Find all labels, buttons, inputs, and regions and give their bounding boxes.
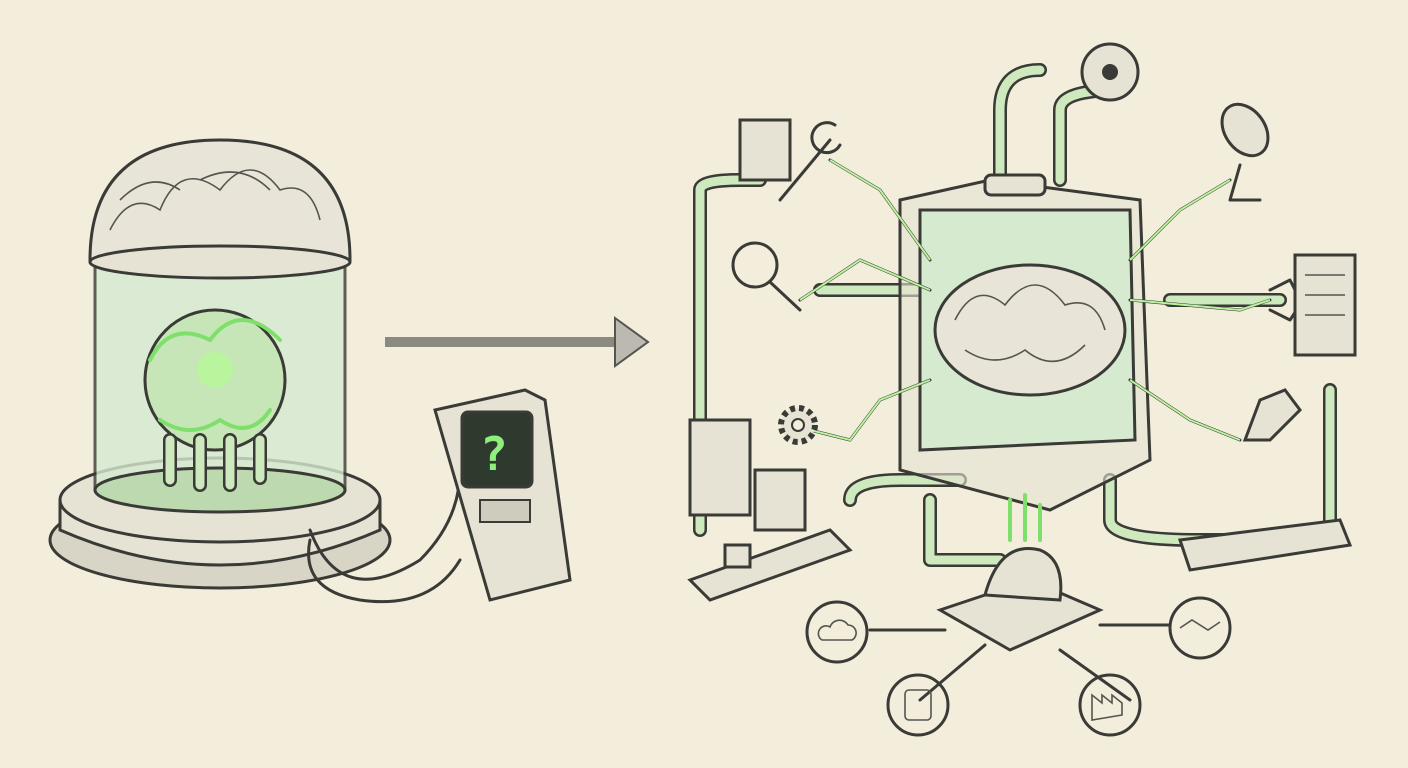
- handshake-icon: [1168, 596, 1232, 660]
- hub-device: [936, 493, 1104, 652]
- film-reel-icon: [1080, 42, 1140, 102]
- central-brain-machine: [898, 173, 1152, 512]
- robot-hand-icon: [1242, 388, 1302, 442]
- conveyor-belt: [687, 518, 1353, 602]
- question-terminal: ?: [433, 388, 572, 602]
- document-icon: [738, 118, 792, 182]
- gear-cluster: [143, 308, 287, 492]
- brain-jar: [48, 138, 392, 590]
- server-rack-icon: [1293, 253, 1357, 357]
- satellite-dish-icon: [1220, 102, 1270, 202]
- server-rack-icon: [688, 418, 807, 532]
- gear-icon: [778, 405, 818, 445]
- database-icon: [886, 673, 950, 737]
- wrench-icon: [778, 121, 842, 202]
- factory-icon: [1078, 673, 1142, 737]
- arrow-right-icon: [385, 316, 650, 368]
- cloud-icon: [805, 600, 869, 664]
- terminal-screen-text: ?: [480, 427, 508, 481]
- magnifier-icon: [731, 241, 802, 312]
